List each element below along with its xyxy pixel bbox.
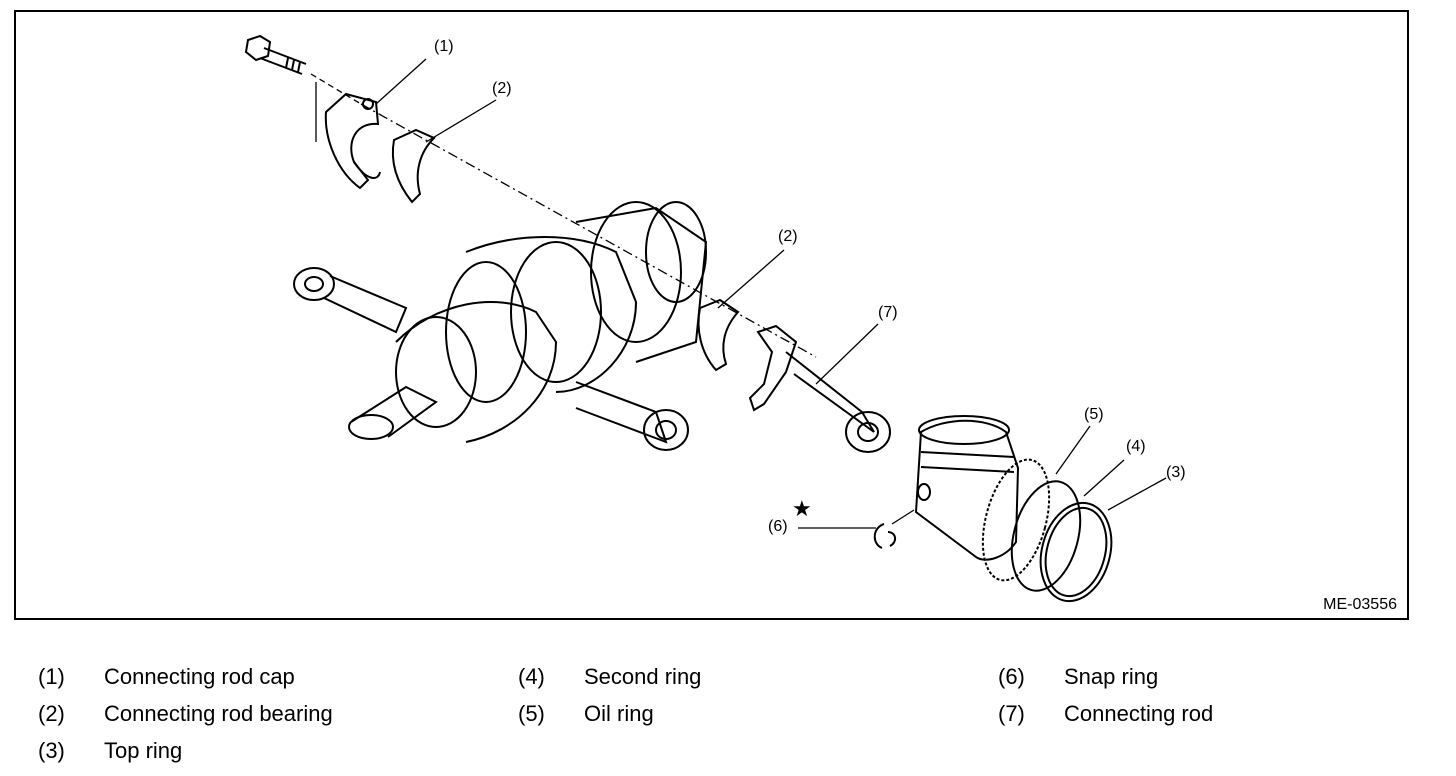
callout-3: (3) (1166, 464, 1186, 481)
legend-number: (3) (38, 738, 65, 763)
legend-label: Second ring (584, 664, 702, 689)
crankshaft-exploded-drawing (244, 34, 1167, 603)
snap-ring-drawing (873, 523, 896, 549)
exploded-view-figure: (1) (2) (2) (7) (5) (4) (3) (6) ★ ME-035… (14, 10, 1409, 620)
connecting-rod-cap-drawing (324, 92, 381, 190)
callout-7: (7) (878, 304, 898, 321)
oil-ring-drawing (981, 458, 1051, 582)
callout-6: (6) (768, 518, 788, 535)
legend-label: Oil ring (584, 701, 654, 726)
mid-connecting-rod-drawing (575, 381, 689, 451)
callout-4: (4) (1126, 438, 1146, 455)
legend-label: Top ring (104, 738, 183, 763)
lower-bearing-drawing (697, 298, 740, 372)
piston-drawing (914, 415, 1020, 561)
legend-number: (1) (38, 664, 65, 689)
left-connecting-rod-drawing (293, 267, 408, 334)
callout-5: (5) (1084, 406, 1104, 423)
legend-number: (6) (998, 664, 1025, 689)
legend-number: (2) (38, 701, 65, 726)
upper-bearing-drawing (391, 128, 436, 204)
crankshaft-drawing (348, 201, 708, 443)
callout-2-upper: (2) (492, 80, 512, 97)
legend-label: Connecting rod bearing (104, 701, 333, 726)
legend-label: Snap ring (1064, 664, 1159, 689)
top-ring-drawing (1039, 501, 1113, 603)
star-icon: ★ (792, 496, 812, 521)
callout-2-lower: (2) (778, 228, 798, 245)
legend-label: Connecting rod cap (104, 664, 295, 689)
legend-number: (7) (998, 701, 1025, 726)
connecting-rod-bolt-drawing (244, 34, 307, 75)
figure-code: ME-03556 (1323, 596, 1397, 613)
legend-label: Connecting rod (1064, 701, 1214, 726)
callout-1: (1) (434, 38, 454, 55)
leader-lines (375, 58, 1167, 529)
connecting-rod-drawing (748, 324, 891, 453)
legend-number: (4) (518, 664, 545, 689)
legend-number: (5) (518, 701, 545, 726)
second-ring-drawing (1010, 480, 1082, 592)
